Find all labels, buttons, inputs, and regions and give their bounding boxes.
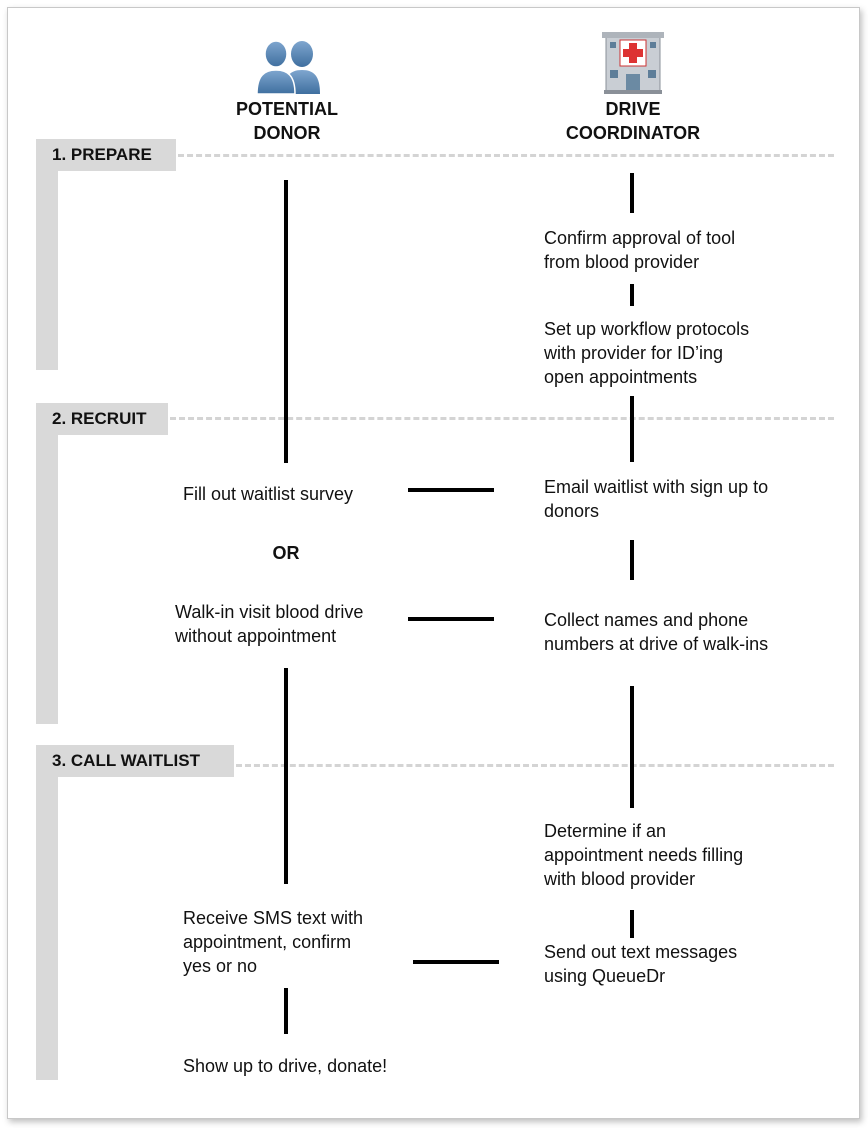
hospital-icon <box>602 32 664 94</box>
connector-line <box>630 910 634 938</box>
step-walk-in: Walk-in visit blood drive without appoin… <box>175 602 364 646</box>
step-confirm-approval: Confirm approval of tool from blood prov… <box>544 228 736 272</box>
connector-line <box>630 173 634 213</box>
step-collect-names: Collect names and phone numbers at drive… <box>544 610 769 654</box>
step-fill-survey: Fill out waitlist survey <box>183 484 354 504</box>
step-receive-sms: Receive SMS text with appointment, confi… <box>183 908 364 976</box>
connector-line <box>630 686 634 808</box>
stage-divider <box>236 764 834 767</box>
stage-divider <box>178 154 834 157</box>
step-email-waitlist: Email waitlist with sign up to donors <box>544 477 769 521</box>
connector-line <box>630 284 634 306</box>
connector-line <box>284 668 288 884</box>
or-label: OR <box>272 543 300 563</box>
connector-line <box>284 180 288 463</box>
people-icon <box>256 40 320 94</box>
horizontal-connector <box>408 488 494 492</box>
step-setup-workflow: Set up workflow protocols with provider … <box>544 319 750 387</box>
stage-divider <box>170 417 834 420</box>
stage-label: 2. RECRUIT <box>36 403 168 435</box>
stage-label: 1. PREPARE <box>36 139 176 171</box>
donor-column-title: POTENTIAL DONOR <box>236 99 338 143</box>
connector-line <box>630 396 634 462</box>
coordinator-column-title: DRIVE COORDINATOR <box>565 99 701 143</box>
stage-bar <box>36 140 58 370</box>
horizontal-connector <box>413 960 499 964</box>
horizontal-connector <box>408 617 494 621</box>
step-determine-need: Determine if an appointment needs fillin… <box>544 821 744 889</box>
connector-line <box>630 540 634 580</box>
stage-bar <box>36 746 58 1080</box>
diagram-frame <box>7 7 860 1119</box>
stage-bar <box>36 404 58 724</box>
connector-line <box>284 988 288 1034</box>
step-send-texts: Send out text messages using QueueDr <box>544 942 738 986</box>
stage-label: 3. CALL WAITLIST <box>36 745 234 777</box>
step-show-up: Show up to drive, donate! <box>183 1056 388 1076</box>
